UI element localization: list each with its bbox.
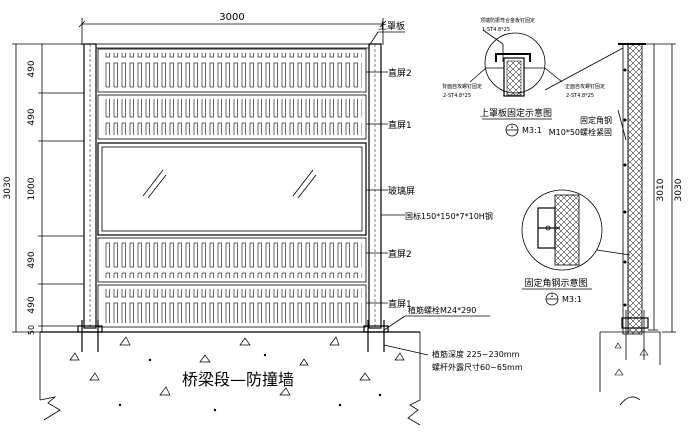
detail-top-cover: 顶端防振弯合金板钉固定 1-ST4.8*25 背面自攻螺钉固定 2-ST4.8*…	[442, 17, 605, 137]
crash-barrier-wall: 桥梁段—防撞墙	[39, 331, 421, 426]
callout-right: 正面自攻螺钉固定	[565, 83, 605, 90]
label-bolt: 植筋螺栓M24*290	[408, 305, 476, 315]
label-screen2-bottom: 直屏2	[388, 248, 412, 260]
callout-top-sub: 1-ST4.8*25	[482, 27, 510, 33]
detail-top-title: 上罩板固定示意图	[480, 107, 552, 119]
label-screen2-top: 直屏2	[388, 67, 412, 79]
side-label-2: M10*50螺栓紧固	[549, 127, 612, 137]
callout-left: 背面自攻螺钉固定	[442, 83, 482, 90]
panel-screen1-bottom	[97, 284, 367, 328]
callout-top: 顶端防振弯合金板钉固定	[480, 17, 535, 24]
side-label-1: 固定角钢	[580, 115, 612, 125]
elevation-view: 3000 490 490 1000 490 490 50 3030	[3, 12, 523, 426]
side-section: 3010 3030 固定角钢 M10*50螺栓紧固	[544, 43, 684, 406]
label-hbeam: 国标150*150*7*10H钢	[405, 211, 493, 221]
detail-top-scale: M3:1	[522, 126, 542, 135]
dim-total: 3030	[3, 176, 13, 199]
label-depth-2: 螺杆外露尺寸60~65mm	[432, 362, 523, 372]
dim-490-d: 490	[27, 296, 37, 313]
callout-right-sub: 2-ST4.8*25	[566, 93, 594, 99]
dim-490-b: 490	[27, 108, 37, 125]
elevation-labels: 上罩板 直屏2 直屏1 玻璃屏 国标150*150*7*10H钢 直屏2 直屏1…	[366, 20, 523, 372]
top-width-label: 3000	[219, 12, 244, 23]
dim-1000: 1000	[27, 177, 37, 200]
panel-screen2-bottom	[97, 237, 367, 283]
side-height: 3010	[656, 178, 666, 201]
top-cover-panel	[95, 43, 370, 49]
top-dimension: 3000	[78, 12, 387, 45]
label-top-cover: 上罩板	[378, 20, 405, 32]
callout-left-sub: 2-ST4.8*25	[443, 93, 471, 99]
detail-angle-title: 固定角钢示意图	[524, 277, 587, 289]
panel-glass	[97, 142, 367, 236]
label-screen1-top: 直屏1	[388, 119, 412, 131]
label-glass: 玻璃屏	[388, 185, 415, 197]
dim-50: 50	[27, 325, 36, 335]
dim-490-c: 490	[27, 251, 37, 268]
label-depth-1: 植筋深度 225~230mm	[432, 349, 520, 359]
detail-angle-steel: 固定角钢示意图 1 M3:1	[521, 189, 631, 306]
label-screen1-bottom: 直屏1	[388, 298, 412, 310]
detail-angle-scale: M3:1	[562, 295, 582, 304]
dim-490-a: 490	[27, 60, 37, 77]
panel-screen2-top	[97, 48, 367, 93]
section-symbol-top: 1	[510, 124, 513, 130]
section-symbol-angle: 1	[550, 293, 553, 299]
left-dimensions: 490 490 1000 490 490 50 3030	[3, 43, 84, 335]
base-title: 桥梁段—防撞墙	[182, 370, 294, 389]
side-height-2: 3030	[674, 178, 684, 201]
panel-screen1-top	[97, 94, 367, 140]
